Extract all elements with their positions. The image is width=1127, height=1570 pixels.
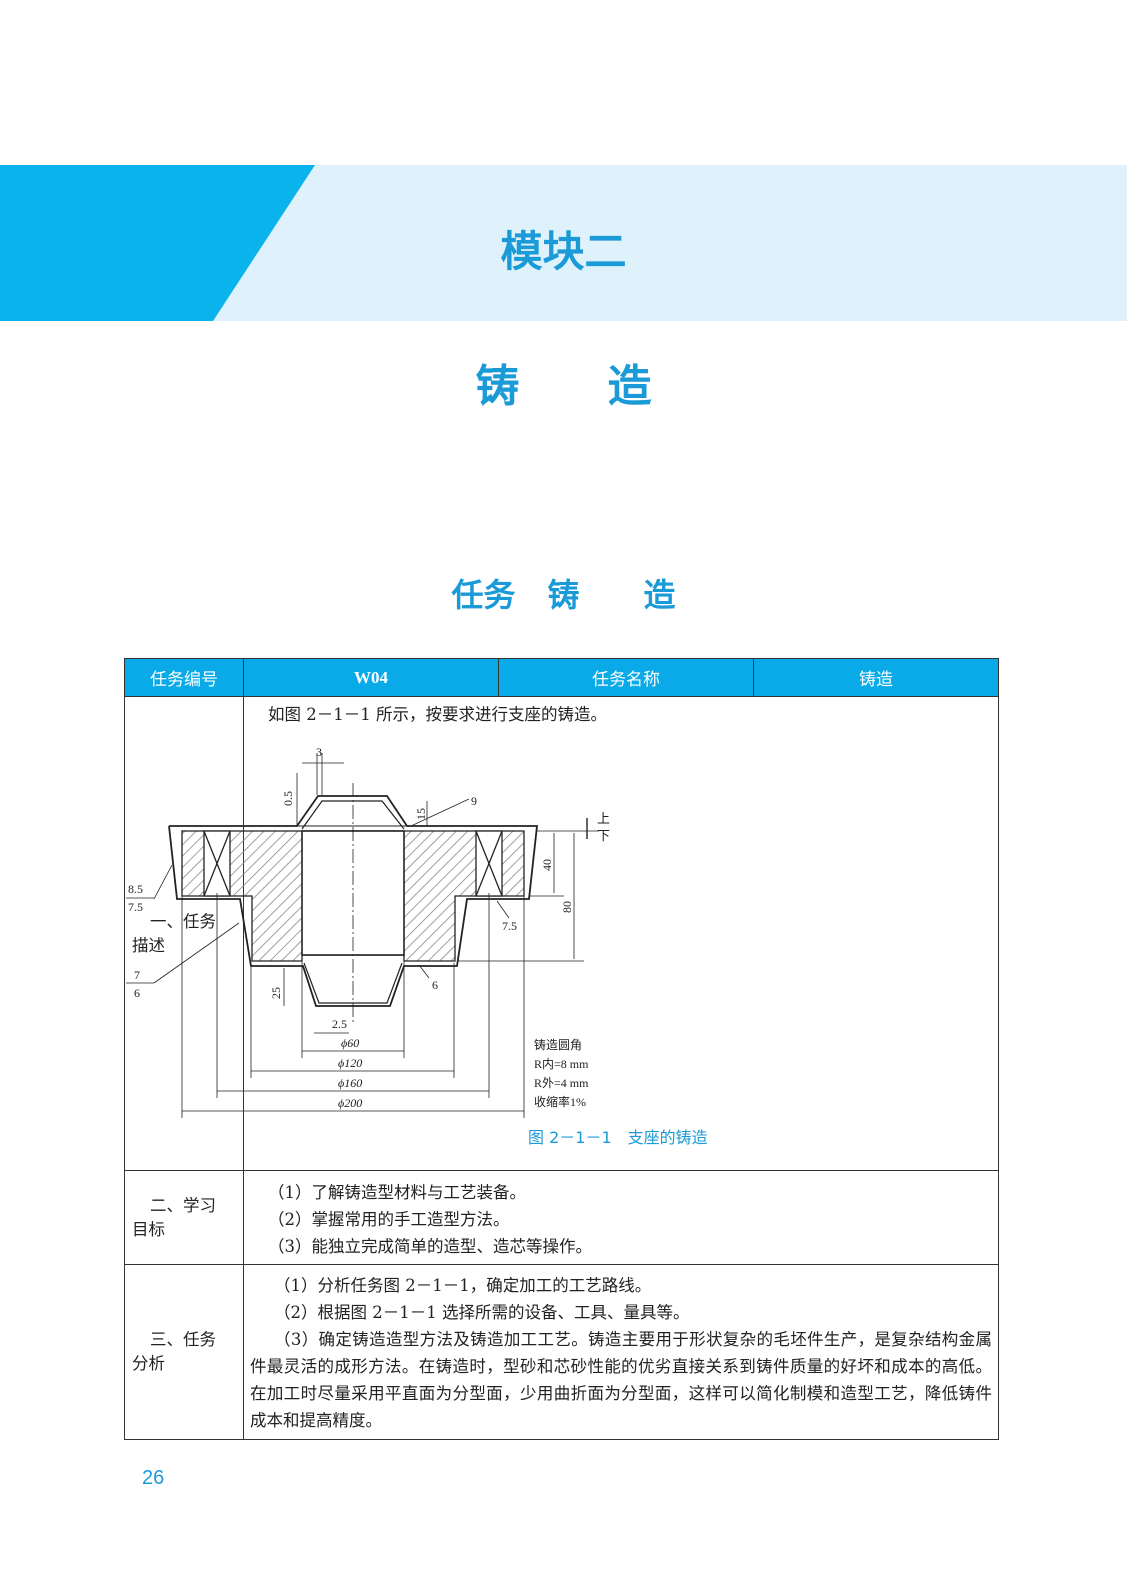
header-task-no: 任务编号 — [124, 658, 244, 697]
dim-7-5: 7.5 — [128, 900, 143, 914]
dim-15: 15 — [414, 808, 428, 820]
label-down: 下 — [597, 828, 610, 843]
row-label: 二、学习目标 — [124, 1170, 244, 1265]
dim-40: 40 — [540, 859, 554, 871]
dim-0-5: 0.5 — [281, 791, 295, 806]
dim-phi60: ϕ60 — [341, 1036, 359, 1050]
chapter-title: 铸 造 — [475, 361, 652, 412]
page-number: 26 — [142, 1467, 165, 1489]
dim-phi160: ϕ160 — [338, 1076, 362, 1090]
task-title: 任务 铸 造 — [451, 576, 676, 614]
module-title: 模块二 — [500, 227, 627, 276]
dim-6: 6 — [134, 986, 140, 1000]
label-line: 二、学习 — [150, 1195, 216, 1215]
description-text: 如图 2－1－1 所示，按要求进行支座的铸造。 — [268, 705, 607, 724]
learning-goals: （1）了解铸造型材料与工艺装备。 （2）掌握常用的手工造型方法。 （3）能独立完… — [243, 1170, 999, 1265]
goal-item: （3）能独立完成简单的造型、造芯等操作。 — [268, 1237, 592, 1256]
label-line: 描述 — [132, 935, 165, 955]
casting-note: 收缩率1% — [534, 1094, 586, 1109]
goal-item: （1）了解铸造型材料与工艺装备。 — [268, 1183, 526, 1202]
dim-7: 7 — [134, 968, 140, 982]
dim-3: 3 — [316, 745, 322, 759]
table-row: 二、学习目标 （1）了解铸造型材料与工艺装备。 （2）掌握常用的手工造型方法。 … — [124, 1170, 999, 1265]
analysis-item: （1）分析任务图 2－1－1，确定加工的工艺路线。 — [274, 1276, 652, 1295]
header-task-name: 任务名称 — [498, 658, 754, 697]
task-description: 如图 2－1－1 所示，按要求进行支座的铸造。 — [126, 696, 999, 1171]
dim-phi200: ϕ200 — [338, 1096, 362, 1110]
dim-2-5: 2.5 — [332, 1017, 347, 1031]
dim-7-5-right: 7.5 — [502, 919, 517, 933]
dim-9: 9 — [471, 794, 477, 808]
row-label: 三、任务分析 — [124, 1264, 244, 1440]
casting-note: R外=4 mm — [534, 1076, 589, 1090]
cross-box-left — [203, 830, 231, 897]
analysis-item: （2）根据图 2－1－1 选择所需的设备、工具、量具等。 — [274, 1303, 690, 1322]
label-line: 三、任务 — [150, 1330, 216, 1349]
mould-outline — [168, 795, 539, 1007]
task-analysis: （1）分析任务图 2－1－1，确定加工的工艺路线。 （2）根据图 2－1－1 选… — [243, 1264, 999, 1440]
figure-caption: 图 2－1－1 支座的铸造 — [528, 1128, 708, 1147]
banner-accent-shape — [0, 165, 315, 321]
dim-phi120: ϕ120 — [338, 1056, 362, 1070]
label-up: 上 — [597, 811, 610, 826]
label-line: 分析 — [132, 1354, 165, 1373]
dim-25: 25 — [269, 987, 283, 999]
cross-box-right — [475, 830, 503, 897]
goal-item: （2）掌握常用的手工造型方法。 — [268, 1210, 510, 1229]
label-line: 一、任务 — [150, 911, 216, 931]
casting-drawing: 3 0.5 15 9 上 下 40 80 8.5 7.5 7.5 7 — [126, 745, 610, 1118]
label-line: 目标 — [132, 1219, 165, 1239]
casting-note: R内=8 mm — [534, 1057, 589, 1071]
dim-8-5: 8.5 — [128, 882, 143, 896]
dim-6-right: 6 — [432, 978, 438, 992]
task-table: 任务编号 W04 任务名称 铸造 一、任务描述 如图 2－1－1 所示，按要求进… — [124, 658, 999, 1440]
analysis-item: （3）确定铸造造型方法及铸造加工工艺。铸造主要用于形状复杂的毛坯件生产，是复杂结… — [250, 1330, 992, 1430]
header-task-code: W04 — [243, 658, 499, 697]
table-row: 一、任务描述 如图 2－1－1 所示，按要求进行支座的铸造。 — [124, 696, 999, 1171]
dim-80: 80 — [560, 901, 574, 913]
header-task-value: 铸造 — [753, 658, 999, 697]
table-row: 三、任务分析 （1）分析任务图 2－1－1，确定加工的工艺路线。 （2）根据图 … — [124, 1264, 999, 1440]
casting-note: 铸造圆角 — [534, 1037, 582, 1052]
